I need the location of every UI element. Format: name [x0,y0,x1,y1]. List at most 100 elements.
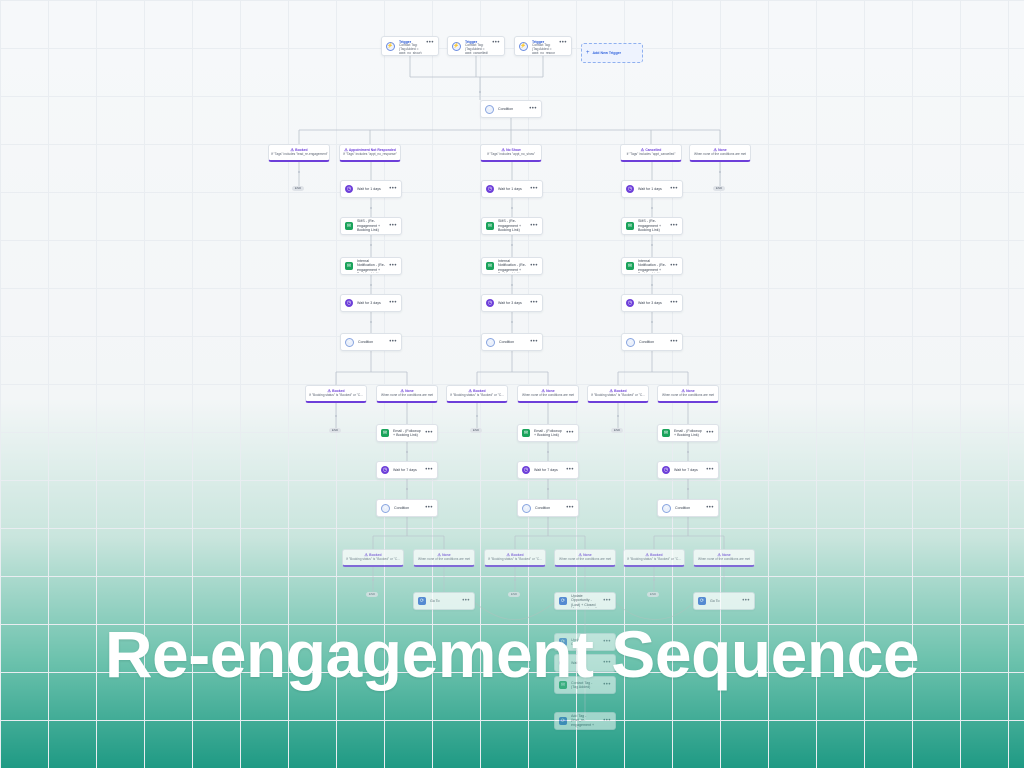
branch-icon: ⚠ [364,552,370,557]
step-node[interactable]: ✉SMS - (Re-engagement + Booking Link)••• [340,217,402,235]
branch-name-text: None [686,389,695,393]
more-options-icon[interactable]: ••• [530,186,538,192]
more-options-icon[interactable]: ••• [530,339,538,345]
more-options-icon[interactable]: ••• [670,300,678,306]
more-options-icon[interactable]: ••• [389,186,397,192]
step-node[interactable]: ✉Internal Notification - (Re-engagement … [621,257,683,275]
more-options-icon[interactable]: ••• [492,40,500,46]
step-node[interactable]: ◷Wait for 3 days••• [621,294,683,312]
step-node[interactable]: ◷Wait for 3 days••• [481,294,543,312]
step-node[interactable]: ✉SMS - (Re-engagement + Booking Link)••• [621,217,683,235]
step-node[interactable]: ◷Wait for 1 days••• [621,180,683,198]
condition-node[interactable]: ⑂Condition••• [480,100,542,118]
go-to-node[interactable]: ⟳Go To••• [413,592,475,610]
more-options-icon[interactable]: ••• [389,300,397,306]
sub-step-node[interactable]: ⑂Condition••• [376,499,438,517]
more-options-icon[interactable]: ••• [426,40,434,46]
branch-name-text: None [722,553,731,557]
more-options-icon[interactable]: ••• [559,40,567,46]
sub-step-node[interactable]: ✉Email - (Followup + Booking Link)••• [657,424,719,442]
step-node[interactable]: ⑂Condition••• [340,333,402,351]
more-options-icon[interactable]: ••• [566,430,574,436]
step-node[interactable]: ✉Internal Notification - (Re-engagement … [481,257,543,275]
more-options-icon[interactable]: ••• [706,505,714,511]
more-options-icon[interactable]: ••• [670,186,678,192]
more-options-icon[interactable]: ••• [530,223,538,229]
tail-step-node[interactable]: ◷Wait••• [554,654,616,672]
more-options-icon[interactable]: ••• [389,339,397,345]
step-label: Wait for 1 days [638,186,662,191]
more-options-icon[interactable]: ••• [670,223,678,229]
email-icon: ✉ [486,262,494,270]
more-options-icon[interactable]: ••• [603,639,611,645]
step-node[interactable]: ✉SMS - (Re-engagement + Booking Link)••• [481,217,543,235]
step-node[interactable]: ◷Wait for 1 days••• [481,180,543,198]
step-node[interactable]: ⑂Condition••• [481,333,543,351]
more-options-icon[interactable]: ••• [566,467,574,473]
more-options-icon[interactable]: ••• [603,660,611,666]
more-options-icon[interactable]: ••• [389,223,397,229]
branch-name-text: Booked [332,389,345,393]
sub-step-node[interactable]: ◷Wait for 7 days••• [517,461,579,479]
step-node[interactable]: ⑂Condition••• [621,333,683,351]
sub-step-node[interactable]: ✉Email - (Followup + Booking Link)••• [517,424,579,442]
add-trigger-button[interactable]: +Add New Trigger [581,43,643,63]
sub-step-node[interactable]: ◷Wait for 7 days••• [657,461,719,479]
more-options-icon[interactable]: ••• [670,339,678,345]
more-options-icon[interactable]: ••• [425,505,433,511]
step-node[interactable]: ◷Wait for 1 days••• [340,180,402,198]
branch-icon: ⚠ [468,388,474,393]
branch-icon: ⚠ [327,388,333,393]
more-options-icon[interactable]: ••• [425,467,433,473]
more-options-icon[interactable]: ••• [603,598,611,604]
sub-step-node[interactable]: ⑂Condition••• [657,499,719,517]
more-options-icon[interactable]: ••• [529,106,537,112]
more-options-icon[interactable]: ••• [670,263,678,269]
more-options-icon[interactable]: ••• [530,300,538,306]
step-node[interactable]: ◷Wait for 3 days••• [340,294,402,312]
more-options-icon[interactable]: ••• [566,505,574,511]
tail-step-node[interactable]: ⟳Add Tag - (lead_re-engagement + end)••• [554,712,616,730]
go-to-node[interactable]: ⟳Go To••• [693,592,755,610]
more-options-icon[interactable]: ••• [706,430,714,436]
sub-step-node[interactable]: ⑂Condition••• [517,499,579,517]
tail-step-node[interactable]: ✉Contact Tag - (Tag Added)••• [554,676,616,694]
update-opportunity-node[interactable]: ⟳Update Opportunity - (Lost) + Closed (A… [554,592,616,610]
step-label: Wait [571,660,579,665]
branch-name-text: Appointment Not Responded [348,148,396,152]
tail-step-node[interactable]: ⟳Update Opportunity••• [554,633,616,651]
step-node[interactable]: ✉Internal Notification - (Re-engagement … [340,257,402,275]
more-options-icon[interactable]: ••• [706,467,714,473]
more-options-icon[interactable]: ••• [603,718,611,724]
more-options-icon[interactable]: ••• [742,598,750,604]
sub-step-node[interactable]: ✉Email - (Followup + Booking Link)••• [376,424,438,442]
more-options-icon[interactable]: ••• [425,430,433,436]
more-options-icon[interactable]: ••• [530,263,538,269]
sub-step-node[interactable]: ◷Wait for 7 days••• [376,461,438,479]
more-options-icon[interactable]: ••• [462,598,470,604]
more-options-icon[interactable]: ••• [603,682,611,688]
more-options-icon[interactable]: ••• [389,263,397,269]
